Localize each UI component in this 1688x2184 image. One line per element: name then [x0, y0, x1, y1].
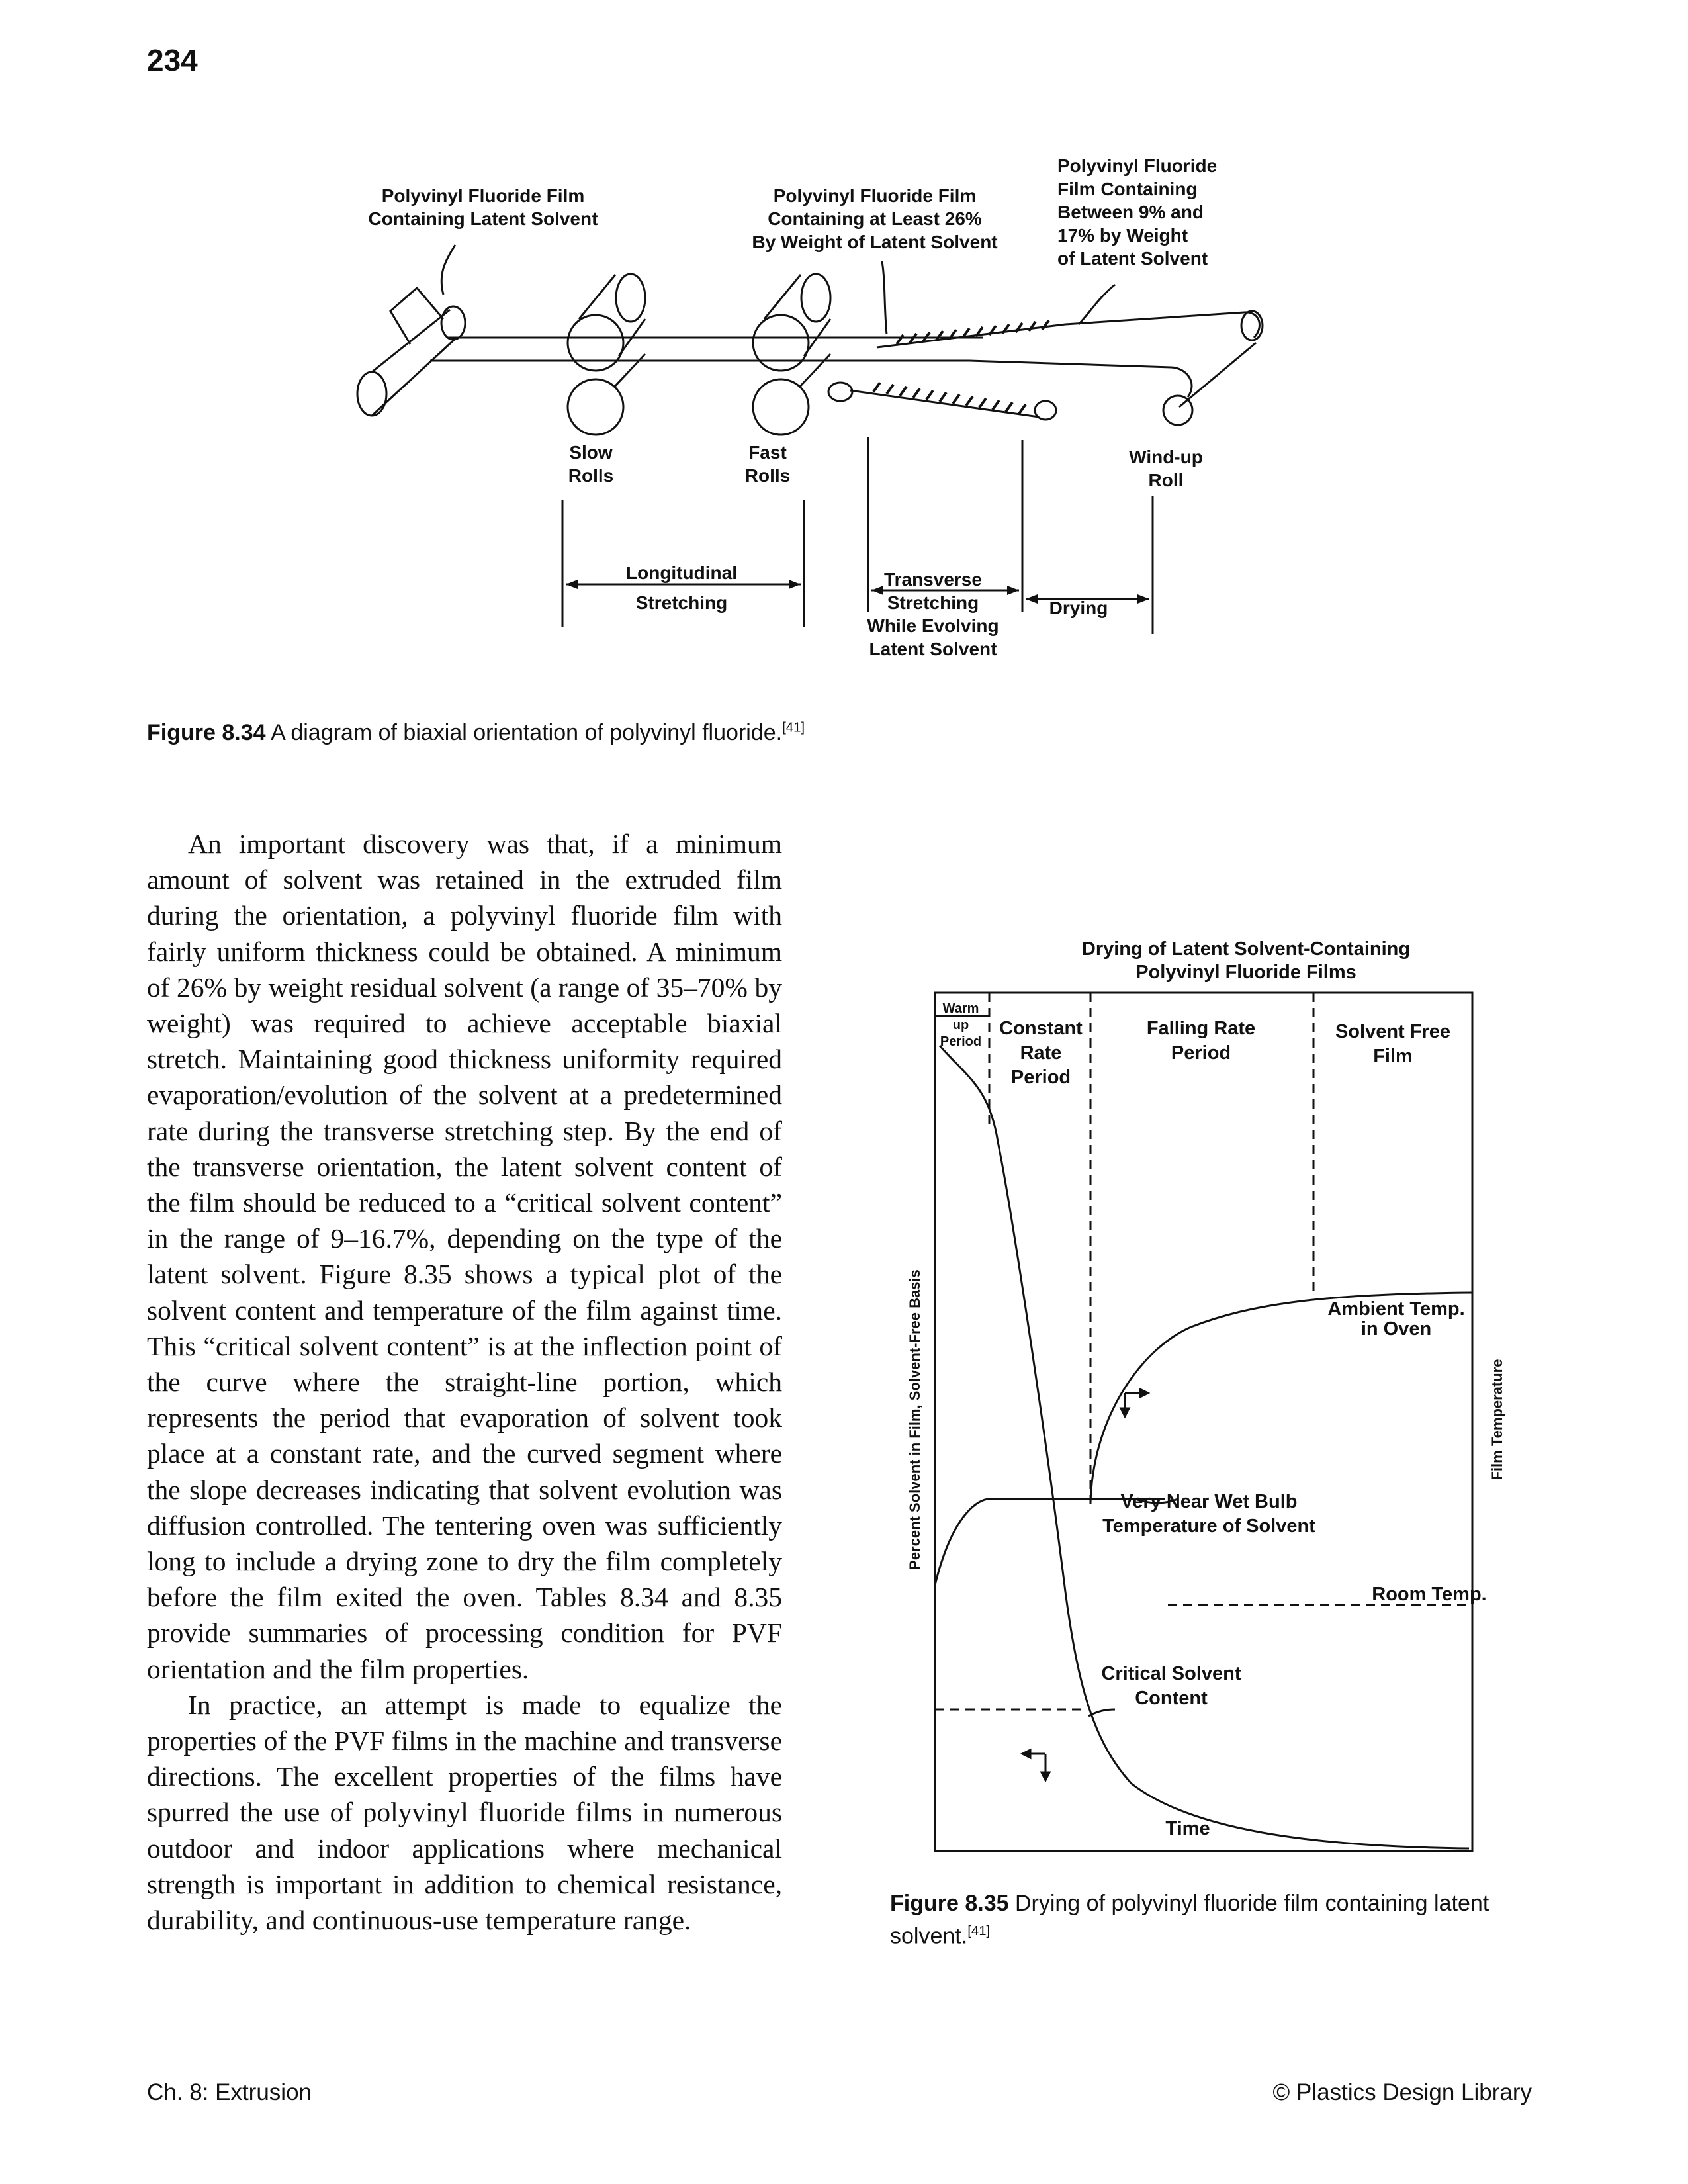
windup-label-2: Roll: [1149, 470, 1184, 490]
chart-frame: [934, 991, 1474, 1852]
warmup-label-3: Period: [940, 1034, 981, 1049]
chart-title-1: Drying of Latent Solvent-Containing: [1082, 938, 1410, 960]
transverse-label-4: Latent Solvent: [869, 639, 997, 659]
fast-rolls-label-2: Rolls: [745, 465, 790, 486]
transverse-label-1: Transverse: [884, 569, 982, 590]
label-pvf-9-17-1: Polyvinyl Fluoride: [1057, 156, 1217, 176]
label-pvf-9-17-5: of Latent Solvent: [1057, 248, 1208, 269]
slow-rolls-label-2: Rolls: [568, 465, 613, 486]
figure-8-35-caption-ref: [41]: [967, 1924, 991, 1938]
figure-8-34-caption-text: A diagram of biaxial orientation of poly…: [265, 720, 783, 745]
y-axis-right-label: Film Temperature: [1489, 1359, 1505, 1480]
room-temp-label: Room Temp.: [1372, 1584, 1486, 1605]
solvent-content-curve: [938, 1044, 1470, 1850]
fast-rolls-label-1: Fast: [748, 442, 787, 463]
wet-bulb-label-1: Very Near Wet Bulb: [1120, 1491, 1297, 1512]
biaxial-orientation-diagram: Polyvinyl Fluoride Film Containing Laten…: [356, 156, 1264, 659]
critical-label-2: Content: [1135, 1688, 1208, 1709]
footer-chapter: Ch. 8: Extrusion: [147, 2079, 312, 2105]
windup-label-1: Wind-up: [1129, 447, 1203, 467]
constant-rate-label-3: Period: [1011, 1067, 1071, 1088]
body-paragraph-2: In practice, an attempt is made to equal…: [147, 1689, 782, 1936]
figure-8-34-caption-label: Figure 8.34: [147, 720, 266, 745]
figure-8-35-caption-text: Drying of polyvinyl fluoride film contai…: [890, 1891, 1489, 1949]
wet-bulb-label-2: Temperature of Solvent: [1102, 1516, 1315, 1537]
solvent-free-label-1: Solvent Free: [1335, 1021, 1450, 1042]
solvent-free-label-2: Film: [1373, 1046, 1413, 1067]
film-temperature-curve: [934, 1498, 1165, 1586]
oven-temperature-curve: [1089, 1291, 1473, 1503]
transverse-label-2: Stretching: [887, 592, 979, 613]
footer-copyright: © Plastics Design Library: [1272, 2079, 1532, 2105]
figure-8-35-caption-label: Figure 8.35: [890, 1891, 1009, 1916]
label-pvf-latent-1: Polyvinyl Fluoride Film: [382, 185, 585, 206]
label-pvf-latent-2: Containing Latent Solvent: [369, 208, 598, 229]
label-pvf-26-3: By Weight of Latent Solvent: [752, 232, 997, 252]
constant-rate-label-2: Rate: [1020, 1042, 1062, 1064]
y-axis-left-label: Percent Solvent in Film, Solvent-Free Ba…: [907, 1269, 923, 1570]
ambient-label-1: Ambient Temp.: [1327, 1298, 1464, 1320]
label-pvf-9-17-2: Film Containing: [1057, 179, 1198, 199]
warmup-label-1: Warm: [943, 1001, 979, 1016]
figure-8-34-caption: Figure 8.34 A diagram of biaxial orienta…: [147, 720, 805, 746]
warmup-label-2: up: [953, 1018, 969, 1032]
falling-rate-label-2: Period: [1171, 1042, 1231, 1064]
slow-rolls-label-1: Slow: [569, 442, 613, 463]
label-pvf-9-17-3: Between 9% and: [1057, 202, 1204, 222]
page-number: 234: [147, 43, 198, 77]
chart-title-2: Polyvinyl Fluoride Films: [1135, 962, 1356, 983]
longitudinal-label-1: Longitudinal: [626, 563, 737, 583]
body-paragraph-1: An important discovery was that, if a mi…: [147, 829, 782, 1684]
constant-rate-label-1: Constant: [999, 1018, 1083, 1039]
figure-8-34-caption-ref: [41]: [782, 720, 805, 735]
label-pvf-26-1: Polyvinyl Fluoride Film: [774, 185, 977, 206]
label-pvf-26-2: Containing at Least 26%: [768, 208, 982, 229]
label-pvf-9-17-4: 17% by Weight: [1057, 225, 1188, 246]
figure-8-35-caption: Figure 8.35 Drying of polyvinyl fluoride…: [890, 1889, 1552, 1950]
transverse-label-3: While Evolving: [867, 615, 999, 636]
critical-label-1: Critical Solvent: [1101, 1663, 1241, 1684]
body-text: An important discovery was that, if a mi…: [147, 826, 782, 1938]
falling-rate-label-1: Falling Rate: [1147, 1018, 1255, 1039]
longitudinal-label-2: Stretching: [636, 592, 727, 613]
drying-label: Drying: [1049, 598, 1108, 618]
x-axis-label: Time: [1165, 1818, 1210, 1839]
ambient-label-2: in Oven: [1361, 1318, 1431, 1340]
drying-chart: Drying of Latent Solvent-Containing Poly…: [907, 938, 1505, 1852]
